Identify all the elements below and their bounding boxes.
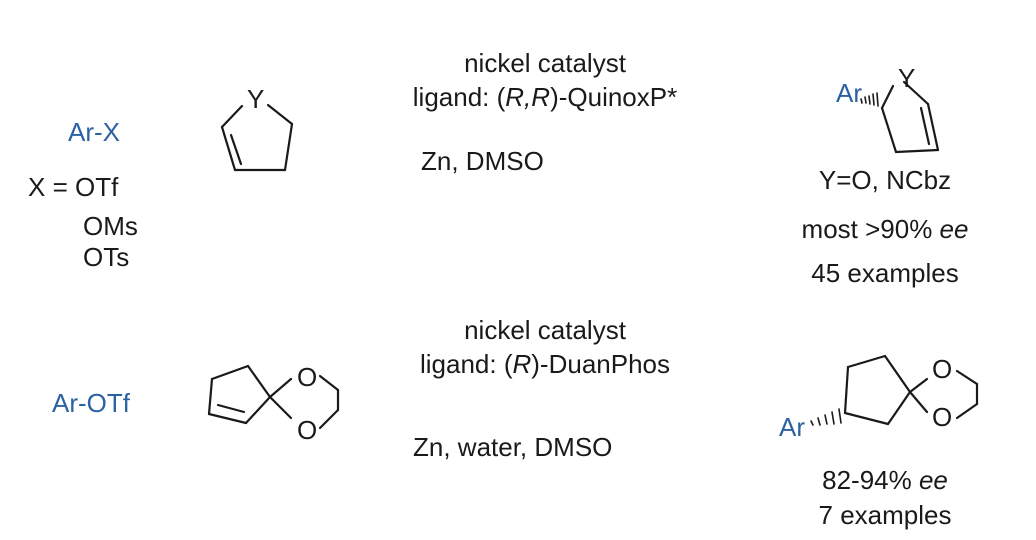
spiroacetal-substrate [207,364,340,430]
ligand-label-1: ligand: (R,R)-QuinoxP* [360,82,730,112]
x-definition: X = OTf [28,172,118,202]
conditions-label-2: Zn, water, DMSO [413,432,613,462]
ligand-prefix-1: ligand: ( [412,82,506,112]
dihydro-heterocycle-product [880,80,940,154]
ee-label-2: 82-94% ee [760,465,1010,495]
dihydro-heterocycle-substrate [220,103,294,172]
substrate1-heteroatom: Y [247,84,264,114]
ee-italic-2: ee [918,465,948,495]
product-double-bond [919,106,931,146]
spiroacetal-product [843,354,979,426]
product2-aryl: Ar [779,412,805,442]
substrate2-oxygen-bottom: O [297,415,317,445]
examples-label-1: 45 examples [811,258,959,288]
conditions-label-1: Zn, DMSO [421,146,544,176]
acetal-double-bond [216,403,246,414]
examples-label-2: 7 examples [818,500,952,530]
ligand-suffix-1: )-QuinoxP* [550,82,678,112]
ligand-label-2: ligand: (R)-DuanPhos [360,349,730,379]
product1-heteroatom: Y [898,63,915,93]
aryl-halide-label: Ar-X [68,117,120,147]
substrate2-oxygen-top: O [297,362,317,392]
ligand-prefix-2: ligand: ( [419,349,513,379]
substrate-double-bond [229,133,243,166]
ligand-suffix-2: )-DuanPhos [531,349,670,379]
x-group-ots: OTs [83,242,130,272]
catalyst-label-2: nickel catalyst [464,315,626,345]
aryl-triflate-label: Ar-OTf [52,388,130,418]
ligand-config-2: R [512,349,532,379]
x-group-oms: OMs [83,211,138,241]
product2-oxygen-bottom: O [932,402,952,432]
ee-prefix-2: 82-94% [822,465,919,495]
x-group-otf: OTf [74,172,119,202]
product2-oxygen-top: O [932,354,952,384]
product1-hashed-wedge [860,92,879,107]
product2-hashed-wedge [810,408,842,426]
ee-label-1: most >90% ee [760,214,1010,244]
ligand-config-1: R,R [505,82,551,112]
product-scope-label: Y=O, NCbz [818,165,952,195]
x-definition-prefix: X = [28,172,75,202]
product1-aryl: Ar [836,78,862,108]
ee-italic-1: ee [939,214,969,244]
ee-prefix-1: most >90% [801,214,940,244]
catalyst-label-1: nickel catalyst [464,48,626,78]
